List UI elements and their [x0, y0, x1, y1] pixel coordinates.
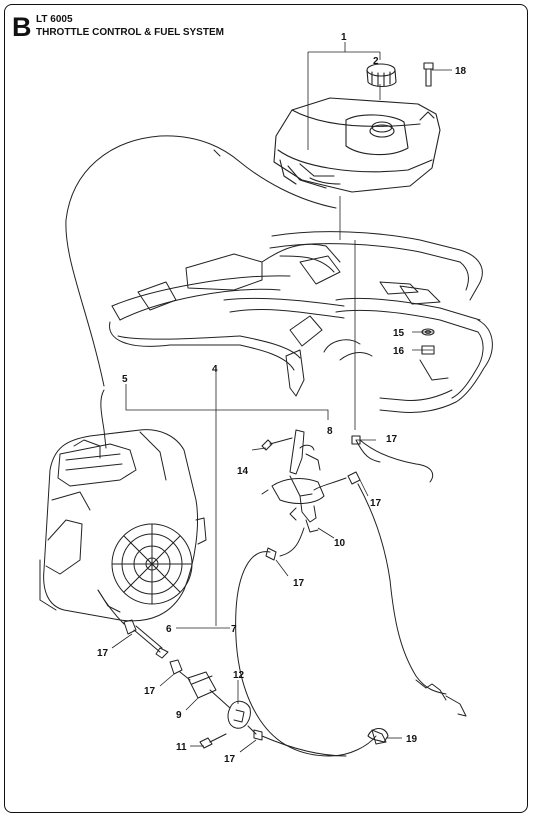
callout-17-c: 17	[293, 578, 305, 589]
callout-5: 5	[122, 374, 128, 385]
callout-numbers: 1 2 18 15 16 5 4 8 17 14 17 10 17 17 6 7…	[97, 32, 467, 765]
diagram-title: THROTTLE CONTROL & FUEL SYSTEM	[36, 27, 224, 38]
callout-17-e: 17	[144, 686, 156, 697]
callout-9: 9	[176, 710, 182, 721]
callout-14: 14	[237, 466, 249, 477]
leader-lines	[111, 42, 452, 753]
fuel-tank	[273, 97, 441, 193]
page-frame	[4, 4, 528, 813]
callout-1: 1	[341, 32, 347, 43]
callout-2: 2	[373, 56, 379, 67]
callout-8: 8	[327, 426, 333, 437]
section-letter: B	[12, 12, 32, 42]
clamp-19	[367, 727, 389, 743]
engine	[39, 429, 207, 622]
fuel-cap	[366, 63, 397, 88]
throttle-cable-5	[65, 135, 337, 449]
clip-17-top	[351, 435, 361, 445]
cable-7	[235, 527, 387, 757]
screw-14	[261, 437, 293, 451]
callout-18: 18	[455, 66, 467, 77]
model-label: LT 6005	[36, 14, 73, 25]
choke-cable	[313, 439, 467, 717]
callout-17-b: 17	[370, 498, 382, 509]
callout-17-a: 17	[386, 434, 398, 445]
throttle-lever-assembly	[261, 429, 325, 533]
callout-12: 12	[233, 670, 245, 681]
callout-19: 19	[406, 734, 418, 745]
callout-15: 15	[393, 328, 405, 339]
callout-17-f: 17	[224, 754, 236, 765]
chassis-frame	[109, 231, 493, 413]
callout-6: 6	[166, 624, 172, 635]
callout-4: 4	[212, 364, 218, 375]
screw-18	[423, 62, 434, 87]
callout-7: 7	[231, 624, 237, 635]
fuel-line	[97, 589, 347, 757]
callout-11: 11	[176, 742, 187, 753]
callout-10: 10	[334, 538, 346, 549]
callout-16: 16	[393, 346, 405, 357]
callout-17-d: 17	[97, 648, 109, 659]
